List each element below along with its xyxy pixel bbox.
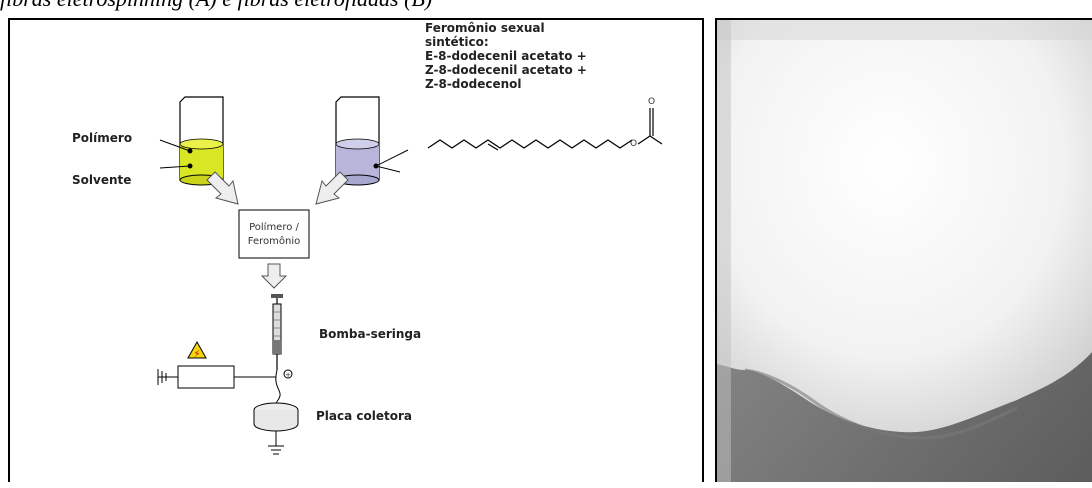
mixture-box xyxy=(239,210,309,258)
electrospun-fiber-photo xyxy=(715,18,1092,482)
figure-caption: fibras eletrospinning (A) e fibras eletr… xyxy=(0,0,432,12)
arrow-down xyxy=(262,264,286,288)
fiber-photo-svg xyxy=(717,20,1092,482)
arrow-from-pheromone xyxy=(316,172,348,204)
polymer-beaker xyxy=(160,97,223,185)
carbonyl-oxygen: O xyxy=(648,97,655,107)
collector-plate xyxy=(254,403,298,454)
pheromone-compound-1: E-8-dodecenil acetato + xyxy=(425,49,587,63)
pheromone-compound-3: Z-8-dodecenol xyxy=(425,77,522,91)
polymer-label: Polímero xyxy=(72,131,132,145)
pheromone-beaker xyxy=(336,97,408,185)
fiber-mat xyxy=(717,20,1092,432)
pheromone-compound-2: Z-8-dodecenil acetato + xyxy=(425,63,587,77)
syringe xyxy=(271,294,283,370)
pheromone-title-line2: sintético: xyxy=(425,35,489,49)
diagram-svg: Feromônio sexual sintético: E-8-dodeceni… xyxy=(10,20,702,484)
lightning-icon: ⚡ xyxy=(193,349,200,360)
mixture-label-line1: Polímero / xyxy=(249,221,299,233)
pheromone-title-line1: Feromônio sexual xyxy=(425,21,545,35)
electrospinning-diagram-panel: Feromônio sexual sintético: E-8-dodeceni… xyxy=(8,18,704,482)
ester-oxygen: O xyxy=(630,139,637,149)
charge-symbol: + xyxy=(285,371,291,379)
power-supply: ⚡ xyxy=(158,342,276,388)
collector-label: Placa coletora xyxy=(316,409,412,423)
molecule-structure: O O xyxy=(428,97,662,150)
mixture-label-line2: Feromônio xyxy=(248,235,300,247)
pump-label: Bomba-seringa xyxy=(319,327,421,341)
solvent-label: Solvente xyxy=(72,173,131,187)
